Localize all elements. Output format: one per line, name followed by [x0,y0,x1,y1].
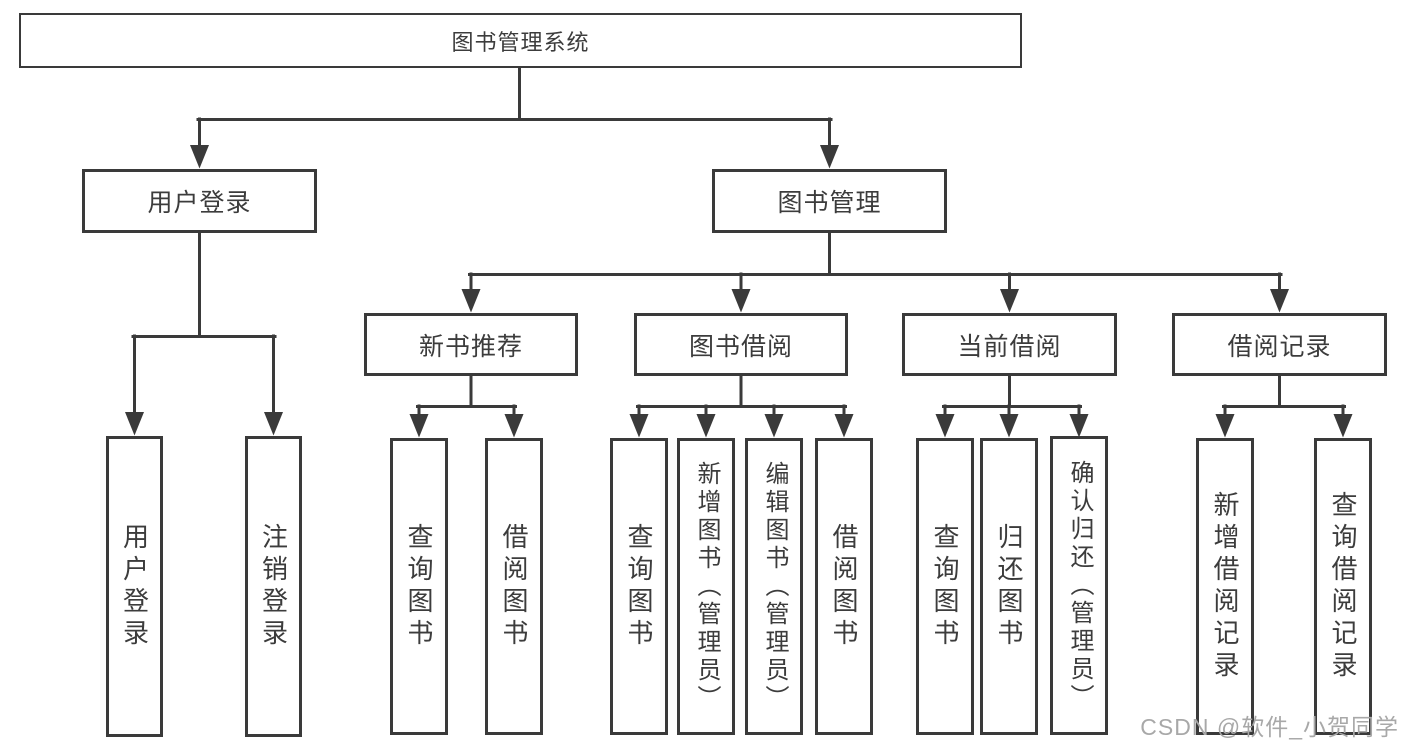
node-current-borrowing: 当前借阅 [902,313,1117,376]
leaf-borrowing-borrow-books: 借阅图书 [815,438,873,735]
leaf-current-query-books: 查询图书 [916,438,974,735]
node-book-management: 图书管理 [712,169,947,233]
leaf-return-books: 归还图书 [980,438,1038,735]
node-root-library-system: 图书管理系统 [19,13,1022,68]
node-book-borrowing-label: 图书借阅 [688,332,793,361]
leaf-edit-books-admin: 编辑图书（管理员） [745,438,803,735]
node-user-login: 用户登录 [82,169,317,233]
leaf-user-login: 用户登录 [106,436,163,737]
leaf-query-borrow-record: 查询借阅记录 [1314,438,1372,735]
csdn-watermark: CSDN @软件_小贺同学 [1140,714,1399,740]
node-borrowing-records-label: 借阅记录 [1227,332,1332,361]
leaf-add-books-admin: 新增图书（管理员） [677,438,735,735]
leaf-add-borrow-record: 新增借阅记录 [1196,438,1254,735]
node-new-book-recommendation-label: 新书推荐 [418,332,523,361]
node-book-management-label: 图书管理 [777,189,882,217]
node-root-label: 图书管理系统 [451,29,590,55]
leaf-recommend-query-books: 查询图书 [390,438,448,735]
leaf-borrowing-query-books: 查询图书 [610,438,668,735]
leaf-logout-login: 注销登录 [245,436,302,737]
leaf-recommend-borrow-books: 借阅图书 [485,438,543,735]
node-current-borrowing-label: 当前借阅 [957,332,1062,361]
node-borrowing-records: 借阅记录 [1172,313,1387,376]
node-book-borrowing: 图书借阅 [634,313,848,376]
node-new-book-recommendation: 新书推荐 [364,313,578,376]
leaf-confirm-return-admin: 确认归还（管理员） [1050,436,1108,735]
node-user-login-label: 用户登录 [147,189,252,217]
